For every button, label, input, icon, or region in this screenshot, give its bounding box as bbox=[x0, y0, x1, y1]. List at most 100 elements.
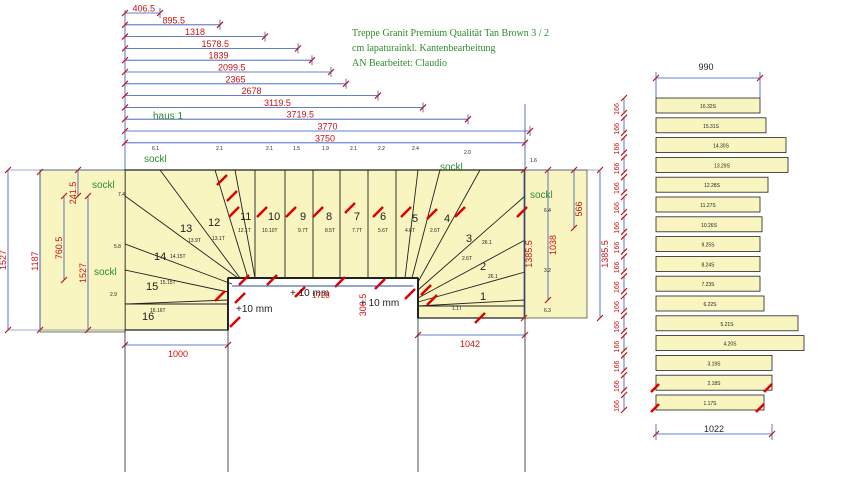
step-number: 5 bbox=[412, 213, 418, 225]
dim-tick bbox=[620, 347, 628, 355]
mid-dim-label: 1728 bbox=[312, 291, 330, 300]
winder-line bbox=[417, 299, 526, 307]
dim-tick bbox=[327, 68, 335, 76]
dim-tick bbox=[544, 296, 552, 304]
dim-tick bbox=[294, 44, 302, 52]
dim-tick bbox=[596, 314, 604, 322]
step-number: 12 bbox=[208, 217, 220, 229]
strip-height-label: 166 bbox=[614, 202, 621, 214]
dim-tick bbox=[620, 292, 628, 300]
step-code: 26.1 bbox=[482, 240, 492, 246]
dim-tick bbox=[620, 332, 628, 340]
dim-tick bbox=[121, 115, 129, 123]
edge-marker bbox=[266, 274, 278, 286]
dim-tick bbox=[374, 92, 382, 100]
dim-tick bbox=[74, 192, 82, 200]
right-dim-label: 1385.5 bbox=[600, 240, 610, 268]
step-number: 10 bbox=[268, 211, 280, 223]
strip-rect bbox=[655, 295, 765, 312]
info-line-title: Treppe Granit Premium Qualität Tan Brown… bbox=[352, 28, 550, 39]
dim-tick bbox=[620, 366, 628, 374]
winder-line bbox=[404, 169, 419, 279]
strip-height-label: 166 bbox=[614, 301, 621, 313]
sockl-label: sockl bbox=[94, 267, 117, 278]
edge-marker bbox=[344, 202, 356, 214]
step-code: 14.15T bbox=[170, 254, 186, 260]
strip-rect bbox=[655, 236, 761, 253]
winder-line bbox=[417, 239, 526, 299]
dim-tick bbox=[620, 386, 628, 394]
dim-tick bbox=[620, 149, 628, 157]
dim-tick bbox=[520, 314, 528, 322]
dim-tick bbox=[620, 109, 628, 117]
dim-tick bbox=[419, 103, 427, 111]
step-code: 13.9T bbox=[188, 238, 201, 244]
dim-tick bbox=[620, 188, 628, 196]
dim-tick bbox=[60, 192, 68, 200]
bottom-dim-label: 1000 bbox=[168, 349, 188, 359]
step-number: 1 bbox=[480, 291, 486, 303]
strip-label: 4.20S bbox=[723, 342, 737, 348]
dim-tick bbox=[620, 371, 628, 379]
strip-rect bbox=[655, 255, 761, 272]
top-dim-label: 1318 bbox=[185, 27, 205, 37]
left-dim-label: 1527 bbox=[0, 250, 8, 270]
edge-marker bbox=[214, 290, 226, 302]
top-dim-label: 406.5 bbox=[133, 4, 156, 14]
edge-marker bbox=[426, 294, 438, 306]
edge-marker bbox=[420, 284, 432, 296]
strip-height-label: 166 bbox=[614, 400, 621, 412]
step-number: 3 bbox=[466, 233, 472, 245]
step-code: 12.1T bbox=[238, 228, 251, 234]
step-number: 7 bbox=[354, 211, 360, 223]
strip-label: 12.28S bbox=[704, 183, 721, 189]
top-dim-label: 3719.5 bbox=[287, 110, 315, 120]
project-info: Treppe Granit Premium Qualität Tan Brown… bbox=[352, 26, 549, 71]
step-number: 11 bbox=[240, 211, 251, 223]
top-dim-label: 2678 bbox=[242, 86, 262, 96]
dim-tick bbox=[121, 56, 129, 64]
strip-rect bbox=[655, 97, 761, 114]
strip-marker bbox=[755, 403, 765, 413]
small-measure: 7.4 bbox=[118, 192, 125, 198]
edge-marker bbox=[474, 312, 486, 324]
edge-marker bbox=[426, 208, 438, 220]
right-dim-label: 1038 bbox=[548, 235, 558, 255]
edge-marker bbox=[312, 206, 324, 218]
dim-tick bbox=[121, 33, 129, 41]
step-code: 13.1T bbox=[212, 236, 225, 242]
dim-tick bbox=[620, 272, 628, 280]
strip-height-label: 166 bbox=[614, 281, 621, 293]
dim-tick bbox=[342, 80, 350, 88]
edge-marker bbox=[285, 206, 297, 218]
strip-height-label: 166 bbox=[614, 242, 621, 254]
step-number: 2 bbox=[480, 261, 486, 273]
step-number: 9 bbox=[300, 211, 306, 223]
mid-dim-label: +10 mm bbox=[236, 304, 272, 315]
strip-height-label: 166 bbox=[614, 103, 621, 115]
mid-dim-label: + 10 mm bbox=[290, 288, 329, 299]
small-measure: 5.8 bbox=[114, 244, 121, 250]
dim-tick bbox=[652, 74, 660, 82]
left-dim-label: 1187 bbox=[30, 251, 40, 270]
strip-label: 3.19S bbox=[707, 361, 721, 367]
dim-tick bbox=[620, 233, 628, 241]
dim-tick bbox=[261, 33, 269, 41]
strip-height-label: 166 bbox=[614, 360, 621, 372]
step-code: 8.5T bbox=[325, 228, 335, 234]
strip-rect bbox=[655, 275, 761, 292]
dim-tick bbox=[620, 94, 628, 102]
dim-tick bbox=[121, 139, 129, 147]
strip-label: 2.18S bbox=[707, 381, 721, 387]
winder-line bbox=[124, 299, 229, 305]
strip-width-top: 990 bbox=[698, 62, 713, 72]
small-measure: 1.6 bbox=[530, 158, 537, 164]
dim-tick bbox=[308, 56, 316, 64]
dim-tick bbox=[652, 430, 660, 438]
top-dim-label: 1578.5 bbox=[202, 39, 230, 49]
top-dim-label: 1839 bbox=[209, 51, 229, 61]
step-code: 2.6T bbox=[430, 228, 440, 234]
small-measure: 2.0 bbox=[464, 150, 471, 156]
